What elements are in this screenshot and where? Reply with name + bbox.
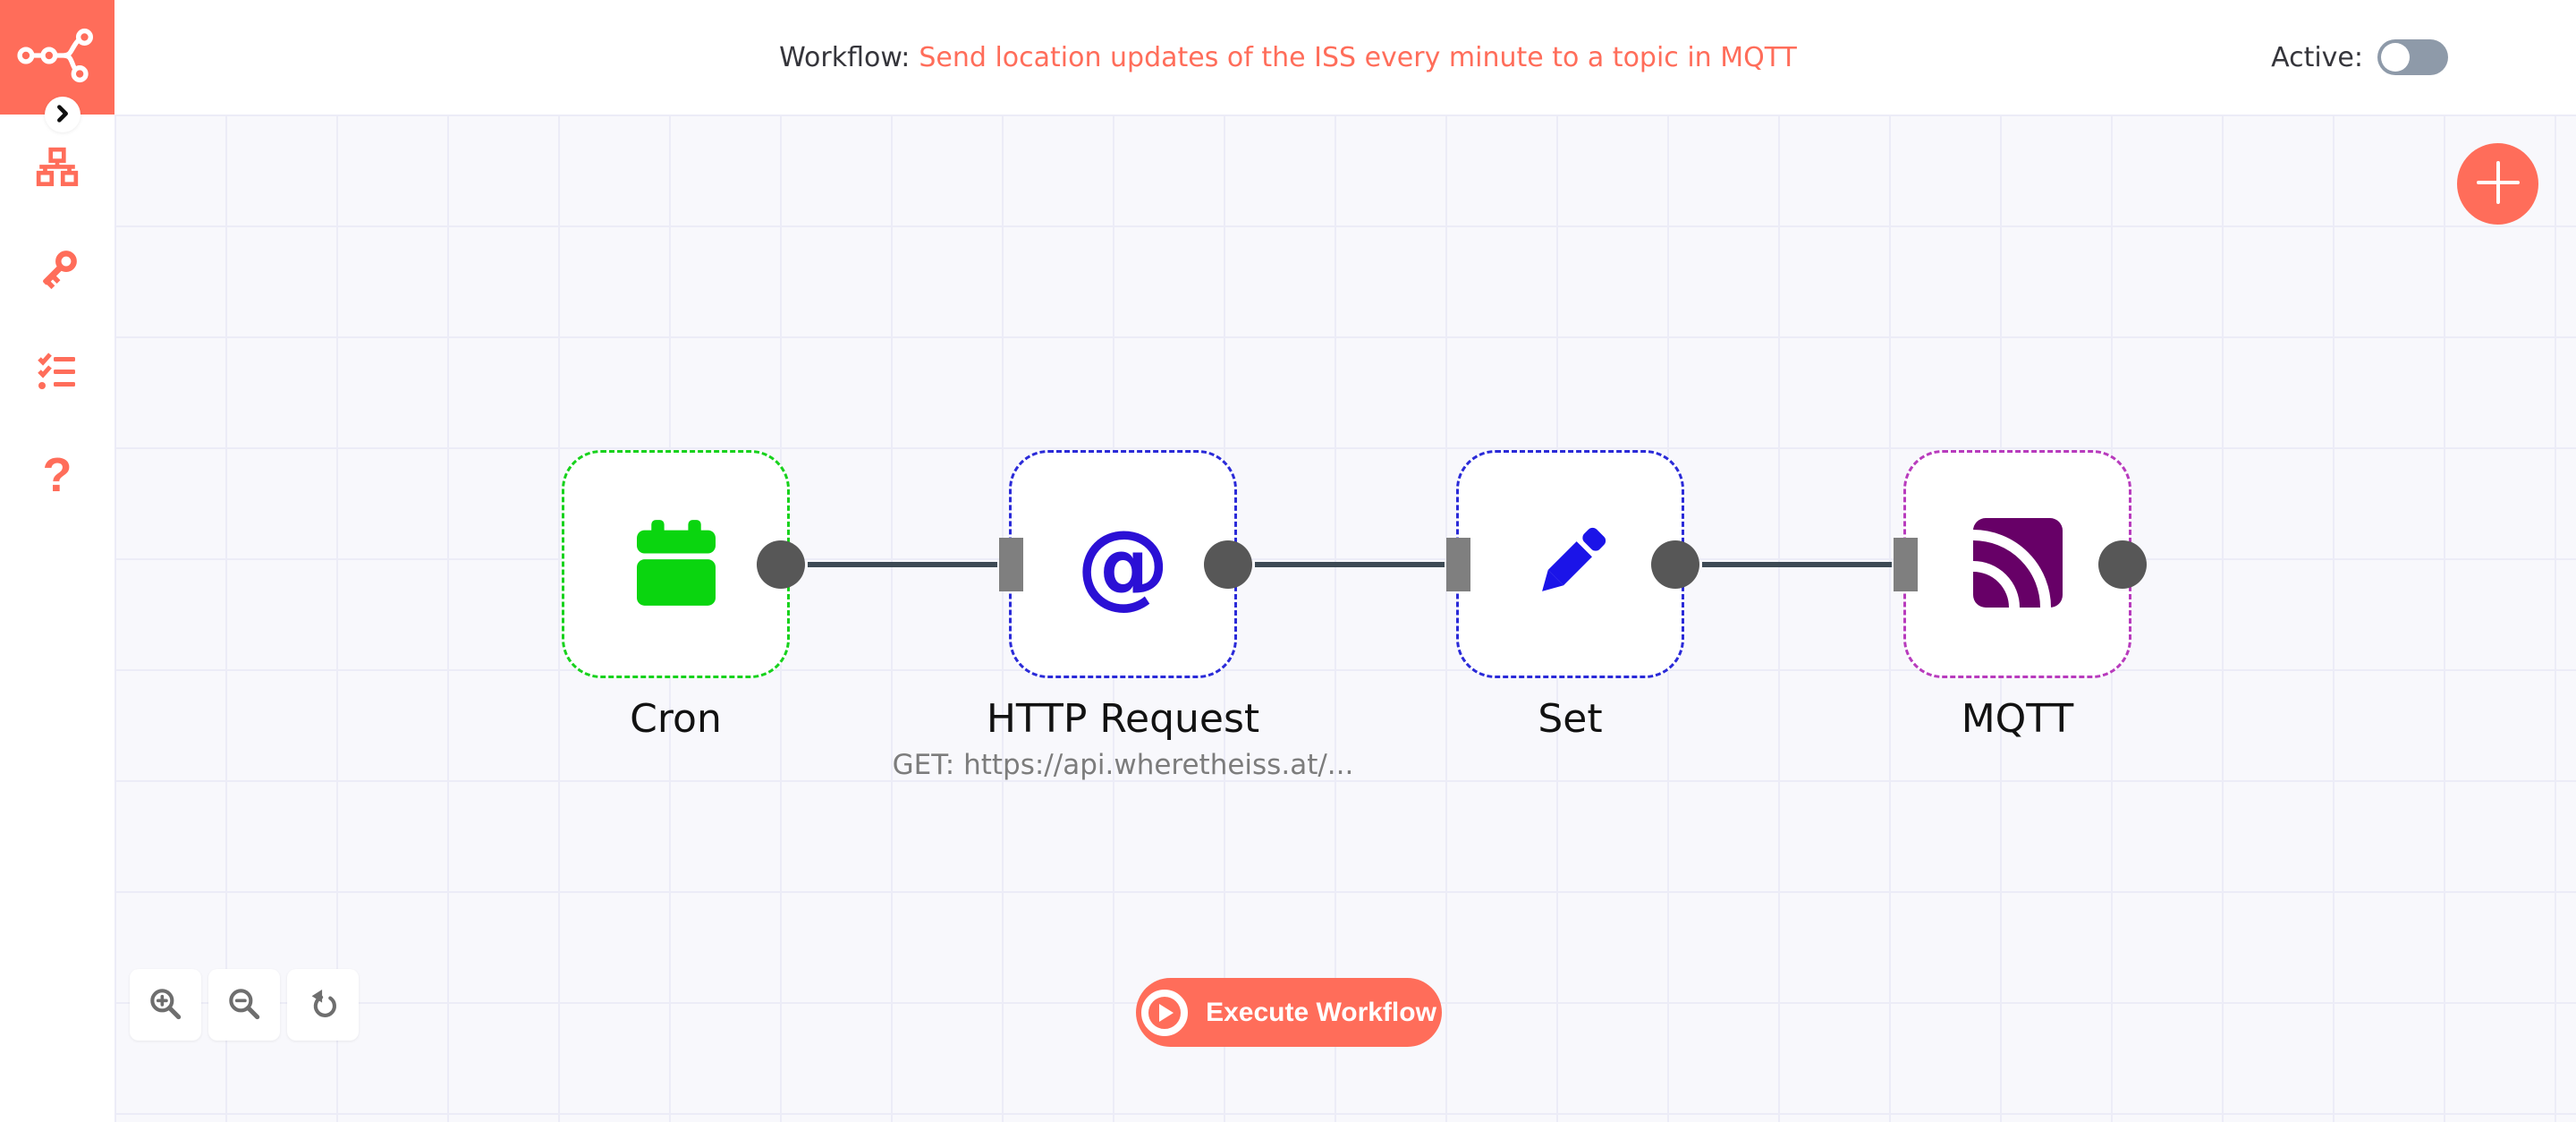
undo-arrow-icon (303, 984, 343, 1026)
mqtt-signal-icon (1894, 517, 2063, 685)
input-endpoint[interactable] (1446, 537, 1470, 591)
node-label: HTTP Request (986, 696, 1260, 742)
execute-workflow-label: Execute Workflow (1206, 997, 1436, 1027)
sidebar-nav: ? (0, 147, 114, 502)
output-endpoint[interactable] (2098, 540, 2147, 589)
sidebar-item-executions[interactable] (32, 351, 82, 395)
input-endpoint[interactable] (999, 537, 1023, 591)
at-sign-icon: @ (1076, 509, 1170, 619)
node-label: MQTT (1961, 696, 2074, 742)
workflow-title: Workflow: Send location updates of the I… (0, 0, 2576, 115)
active-label: Active: (2271, 41, 2363, 73)
node-cron[interactable]: Cron (562, 450, 805, 742)
play-icon (1141, 989, 1189, 1036)
node-label: Set (1538, 696, 1603, 742)
node-label: Cron (630, 696, 722, 742)
workflow-title-prefix: Workflow: (779, 41, 911, 73)
sidebar: ? (0, 0, 114, 1122)
output-endpoint[interactable] (1204, 540, 1252, 589)
question-icon: ? (42, 448, 72, 502)
top-header: Workflow: Send location updates of the I… (0, 0, 2576, 115)
workflow-title-text[interactable]: Send location updates of the ISS every m… (919, 41, 1797, 73)
sidebar-item-credentials[interactable] (32, 249, 82, 293)
node-caption: Cron (630, 696, 722, 742)
connection-http-set[interactable] (1255, 562, 1445, 567)
network-icon (34, 146, 80, 193)
plus-icon (2475, 159, 2521, 208)
node-subtitle: GET: https://api.wheretheiss.at/... (892, 749, 1354, 781)
node-set[interactable]: Set (1446, 450, 1699, 742)
connection-set-mqtt[interactable] (1702, 562, 1892, 567)
connection-cron-http[interactable] (808, 562, 997, 567)
add-node-button[interactable] (2457, 143, 2538, 225)
active-toggle-group: Active: (2271, 0, 2448, 115)
input-endpoint[interactable] (1894, 537, 1918, 591)
node-mqtt[interactable]: MQTT (1894, 450, 2147, 742)
sidebar-item-workflows[interactable] (32, 147, 82, 191)
key-icon (34, 247, 80, 296)
output-endpoint[interactable] (757, 540, 805, 589)
zoom-out-button[interactable] (208, 969, 280, 1041)
execute-workflow-button[interactable]: Execute Workflow (1136, 978, 1442, 1047)
active-toggle-knob (2381, 43, 2410, 72)
chevron-right-icon (53, 104, 72, 126)
node-http-request[interactable]: @ HTTP Request GET: https://api.wherethe… (893, 450, 1353, 781)
n8n-logo-icon (16, 27, 98, 88)
n8n-logo[interactable] (0, 0, 114, 115)
zoom-out-icon (225, 984, 264, 1026)
sidebar-expand-button[interactable] (45, 97, 80, 132)
node-caption: MQTT (1962, 696, 2074, 742)
node-caption: Set (1538, 696, 1602, 742)
zoom-in-icon (146, 984, 185, 1026)
active-toggle[interactable] (2377, 39, 2448, 75)
zoom-controls (130, 969, 359, 1041)
workflow-canvas[interactable]: Cron @ HTTP Request GET: https://api.whe… (114, 115, 2576, 1122)
output-endpoint[interactable] (1651, 540, 1699, 589)
pencil-icon (1529, 521, 1613, 608)
zoom-in-button[interactable] (130, 969, 201, 1041)
reset-zoom-button[interactable] (287, 969, 359, 1041)
checklist-icon (34, 351, 80, 396)
node-caption: HTTP Request GET: https://api.wheretheis… (893, 696, 1354, 781)
sidebar-item-help[interactable]: ? (32, 448, 82, 502)
calendar-icon (636, 519, 716, 609)
